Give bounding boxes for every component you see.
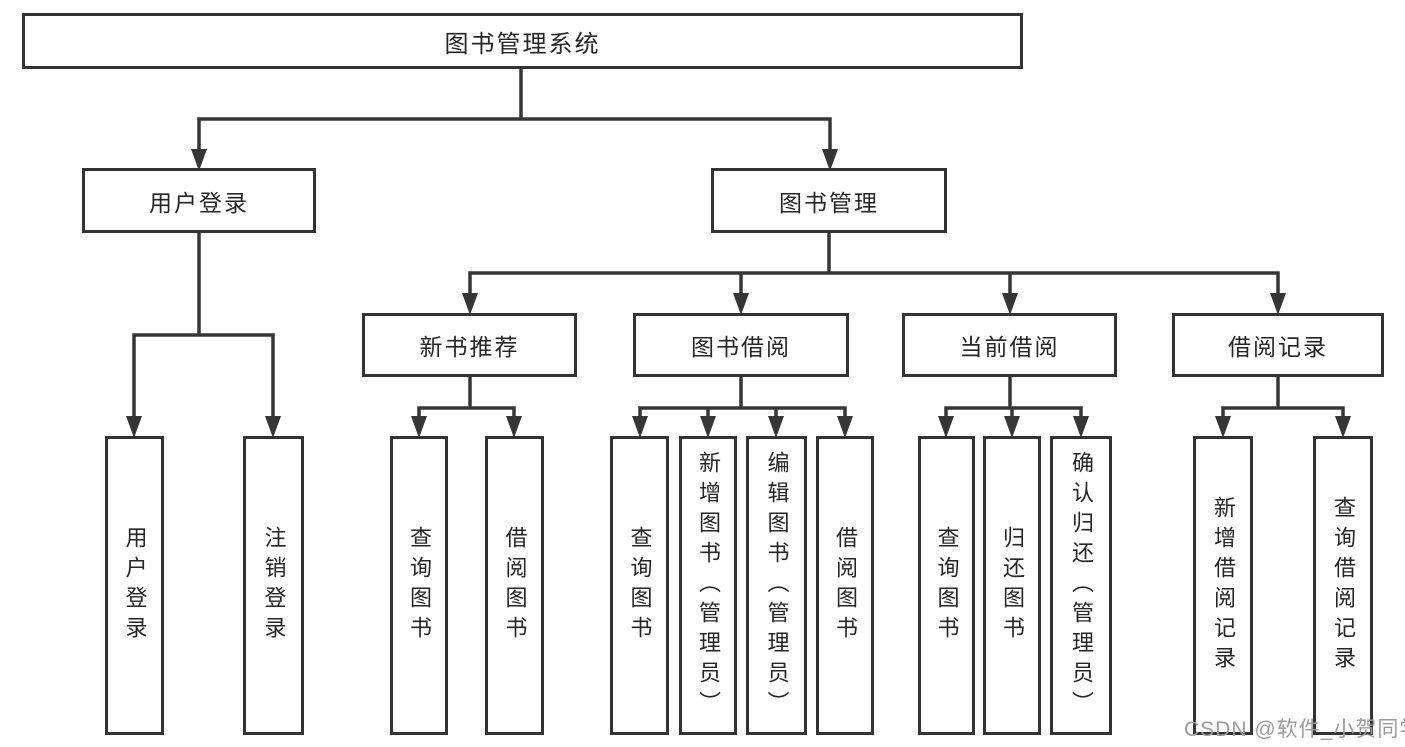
node-borrowing-records: 借阅记录 (1172, 313, 1384, 377)
node-label: 图书借阅 (691, 334, 791, 360)
node-label: 借阅图书 (833, 525, 858, 646)
leaf-add-book-admin: 新增图书（管理员） (679, 436, 737, 735)
leaf-borrowing-query-book: 查询图书 (610, 436, 669, 735)
node-label: 当前借阅 (959, 334, 1060, 360)
node-user-login: 用户登录 (82, 168, 316, 233)
node-label: 借阅记录 (1228, 334, 1328, 360)
arrowheads (126, 149, 1351, 438)
node-label: 图书管理系统 (444, 30, 601, 58)
node-label: 图书管理 (779, 189, 879, 216)
leaf-recommend-query-book: 查询图书 (390, 436, 448, 735)
csdn-watermark: CSDN @软件_小贺同学 (1184, 718, 1405, 741)
node-label: 确认归还（管理员） (1069, 450, 1094, 721)
node-current-borrowing: 当前借阅 (902, 313, 1117, 377)
leaf-current-query-book: 查询图书 (918, 436, 975, 735)
leaf-confirm-return-admin: 确认归还（管理员） (1050, 436, 1112, 735)
leaf-user-login: 用户登录 (105, 436, 164, 735)
node-book-management: 图书管理 (711, 168, 947, 233)
leaf-logout: 注销登录 (243, 436, 304, 735)
node-book-borrowing: 图书借阅 (633, 313, 849, 377)
node-label: 新增借阅记录 (1211, 495, 1236, 676)
node-label: 查询图书 (627, 525, 653, 646)
leaf-add-borrow-record: 新增借阅记录 (1193, 436, 1253, 735)
leaf-query-borrow-record: 查询借阅记录 (1313, 436, 1373, 735)
leaf-recommend-borrow-book: 借阅图书 (485, 436, 544, 735)
leaf-borrowing-borrow-book: 借阅图书 (816, 436, 874, 735)
node-label: 新书推荐 (419, 334, 520, 360)
leaf-edit-book-admin: 编辑图书（管理员） (746, 436, 807, 735)
node-label: 用户登录 (149, 189, 249, 216)
node-label: 查询图书 (407, 525, 432, 646)
node-label: 借阅图书 (502, 525, 528, 646)
node-label: 查询图书 (934, 525, 960, 646)
node-new-book-recommend: 新书推荐 (362, 313, 577, 377)
leaf-return-book: 归还图书 (983, 436, 1041, 735)
node-label: 归还图书 (1000, 525, 1025, 646)
node-library-management-system: 图书管理系统 (22, 13, 1023, 69)
node-label: 新增图书（管理员） (696, 450, 721, 721)
node-label: 查询借阅记录 (1331, 495, 1356, 676)
node-label: 用户登录 (122, 525, 148, 646)
node-label: 注销登录 (261, 525, 287, 646)
node-label: 编辑图书（管理员） (764, 450, 790, 721)
